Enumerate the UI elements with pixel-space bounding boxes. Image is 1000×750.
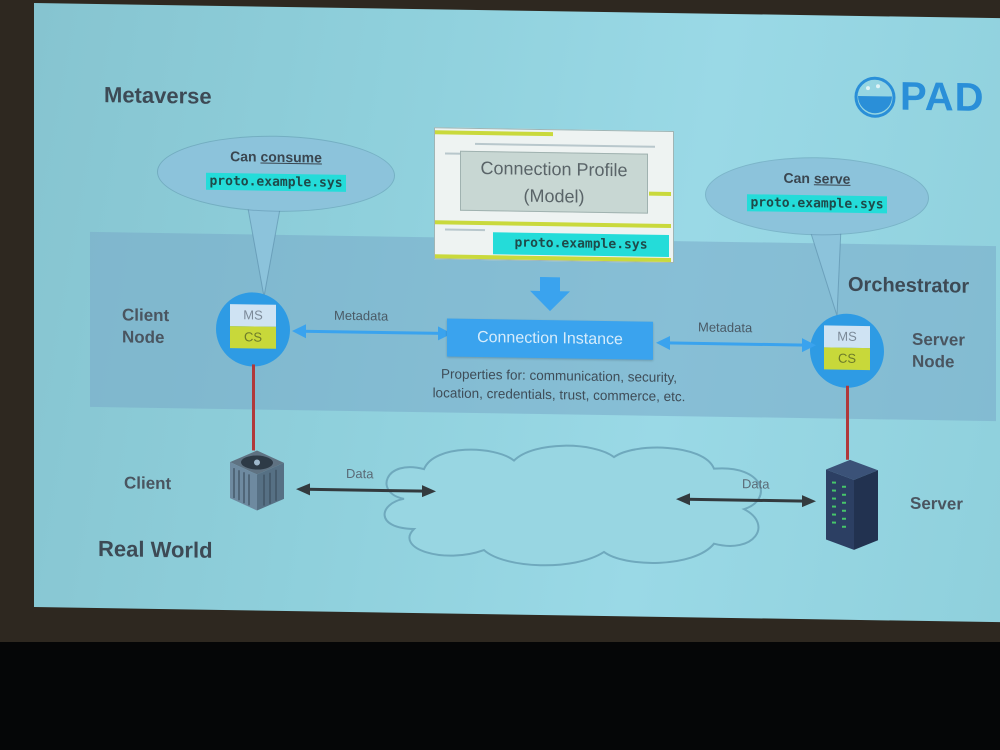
- profile-title: Connection Profile: [480, 158, 628, 181]
- metadata-arrow-right: [656, 335, 816, 353]
- server-link-line: [846, 385, 849, 460]
- server-ms-block: MS: [824, 325, 870, 349]
- projected-slide: PAD Metaverse Orchestrator Can consume p…: [34, 3, 1000, 623]
- metadata-label-left: Metadata: [334, 307, 389, 324]
- connection-instance-box: Connection Instance: [447, 318, 653, 360]
- connection-profile-card: Connection Profile (Model): [460, 150, 648, 214]
- profile-header-bar: [435, 130, 553, 137]
- logo-text: PAD: [900, 74, 985, 120]
- client-node-label: Client Node: [122, 305, 170, 348]
- audience-silhouette: [0, 642, 1000, 750]
- profile-row: [445, 228, 485, 232]
- client-capability-bubble: Can consume proto.example.sys: [158, 134, 394, 213]
- client-node: MS CS: [216, 291, 290, 368]
- profile-header-bar: [649, 191, 671, 197]
- profile-row: [475, 142, 655, 148]
- client-bubble-verb: consume: [260, 148, 322, 166]
- data-arrow-right: [676, 493, 816, 508]
- profile-header-bar: [435, 220, 671, 229]
- client-link-line: [252, 364, 255, 451]
- instantiate-down-arrow-icon: [530, 276, 570, 312]
- client-label: Client: [124, 473, 172, 494]
- connection-properties-text: Properties for: communication, security,…: [432, 366, 686, 405]
- server-protocol-tag: proto.example.sys: [747, 194, 887, 214]
- connection-profile-model: Connection Profile (Model) proto.example…: [434, 127, 674, 264]
- data-arrow-left: [296, 483, 436, 498]
- pad-logo: PAD: [852, 74, 1000, 122]
- profile-protocol-tag: proto.example.sys: [493, 232, 669, 257]
- server-capability-bubble: Can serve proto.example.sys: [706, 156, 928, 237]
- client-bubble-prefix: Can: [230, 148, 261, 165]
- real-world-label: Real World: [98, 536, 213, 563]
- data-label-right: Data: [742, 476, 770, 492]
- server-bubble-prefix: Can: [783, 169, 814, 187]
- server-node-label: Server Node: [912, 329, 965, 372]
- server-label: Server: [910, 493, 963, 514]
- data-label-left: Data: [346, 465, 374, 482]
- logo-bowl-icon: [854, 76, 896, 118]
- network-cloud-icon: [383, 444, 762, 567]
- client-cs-block: CS: [230, 326, 276, 349]
- profile-subtitle: (Model): [523, 185, 585, 207]
- client-protocol-tag: proto.example.sys: [206, 172, 346, 192]
- server-cs-block: CS: [824, 347, 870, 371]
- client-ms-block: MS: [230, 304, 276, 327]
- metadata-arrow-left: [292, 324, 452, 341]
- server-node: MS CS: [810, 313, 884, 389]
- client-device-ac-unit-icon: [230, 450, 284, 511]
- server-rack-icon: [826, 459, 878, 550]
- metaverse-label: Metaverse: [104, 82, 212, 109]
- server-bubble-verb: serve: [813, 170, 851, 187]
- metadata-label-right: Metadata: [698, 319, 753, 336]
